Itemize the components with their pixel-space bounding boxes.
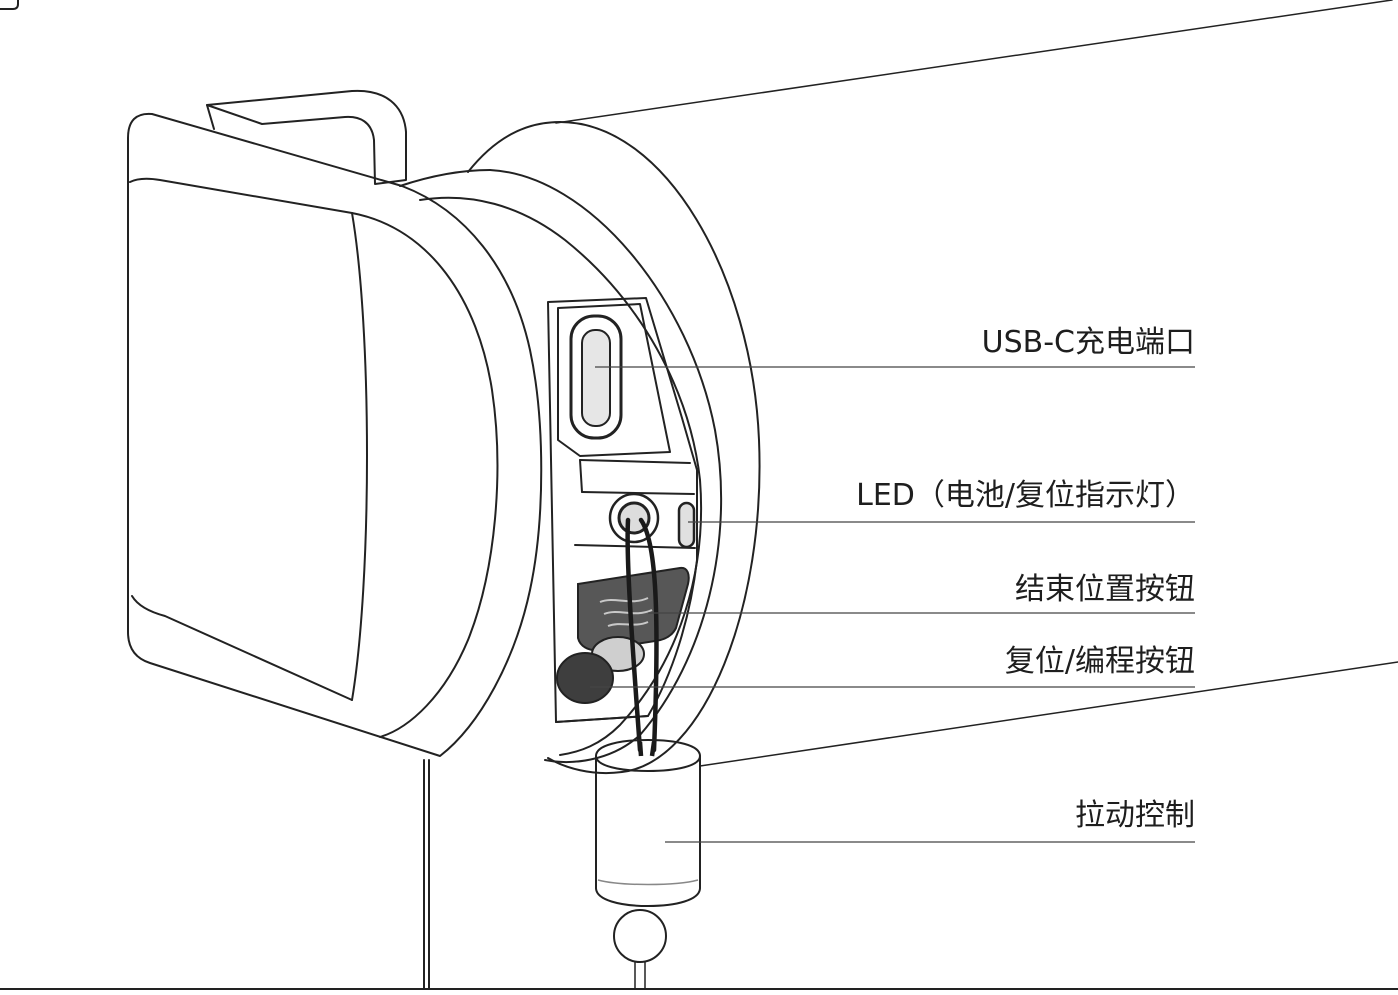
mounting-clip-edge: [206, 104, 215, 130]
pull-control-wire-end: [637, 741, 657, 757]
pull-ball-cord: [634, 961, 646, 990]
housing-bottom-bevel: [131, 595, 353, 701]
reset-program-button: [556, 652, 614, 704]
motor-head-lip-outer: [489, 169, 723, 763]
pull-cord-wire-left: [625, 517, 643, 753]
tube-top-edge: [555, 0, 1393, 124]
end-cap-ring: [467, 121, 761, 774]
usb-port-housing: [557, 303, 671, 457]
panel-divider: [574, 544, 696, 549]
panel-ledge-side: [579, 459, 583, 493]
pull-control-band: [597, 879, 699, 886]
led-indicator: [677, 501, 696, 549]
panel-ledge-top: [579, 459, 691, 464]
callout-led-indicator: LED（电池/复位指示灯）: [856, 478, 1195, 513]
end-position-button: [577, 566, 690, 652]
tube-bottom-edge: [699, 661, 1398, 767]
housing-side-edge: [351, 212, 368, 701]
callout-pull-control: 拉动控制: [1075, 798, 1195, 833]
callout-reset-program-button: 复位/编程按钮: [1004, 644, 1195, 679]
corner-mark: [0, 0, 19, 10]
callout-usb-c-port: USB-C充电端口: [981, 325, 1195, 360]
callout-end-position-button: 结束位置按钮: [1015, 572, 1195, 607]
pull-control-body: [595, 755, 701, 907]
usb-c-port-inner: [581, 329, 611, 427]
pull-control-cap: [595, 739, 701, 772]
motor-head-lip-inner: [419, 196, 703, 756]
blind-cord: [423, 759, 430, 990]
mounting-clip: [206, 89, 407, 185]
pull-cord-wire-right: [638, 517, 659, 753]
housing-front-face: [351, 212, 499, 738]
end-button-texture: [599, 597, 653, 627]
motor-housing: [127, 112, 543, 757]
control-panel-recess: [547, 297, 698, 723]
panel-ledge-bottom: [581, 491, 695, 495]
pull-ball: [613, 909, 667, 963]
housing-top-bevel: [129, 177, 353, 214]
panel-bottom-edge: [555, 715, 649, 723]
collar-top-edge: [399, 169, 491, 187]
